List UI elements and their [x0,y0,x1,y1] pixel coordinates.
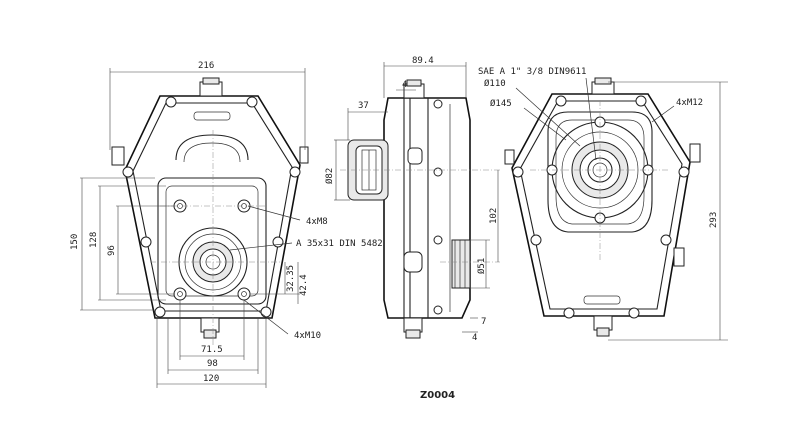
dim-96-label: 96 [107,245,117,256]
dim-102-label: 102 [489,208,499,224]
part-number: Z0004 [420,390,455,401]
rear-view: SAE A 1" 3/8 DIN9611 Ø110 Ø145 4xM12 293 [478,67,728,341]
dim-293-label: 293 [709,212,719,228]
dim-d110-label: Ø110 [484,78,506,89]
dim-150-label: 150 [70,234,80,250]
note-4xm10: 4xM10 [294,331,321,341]
dim-4-top-label: 4 [402,80,407,90]
dim-37-label: 37 [358,101,369,111]
dim-7-label: 7 [481,317,486,327]
dim-42-4-label: 42.4 [299,274,309,296]
dim-71-5-label: 71.5 [201,345,223,355]
dim-4-bottom-label: 4 [472,333,477,343]
front-housing-outline [124,95,301,319]
dim-216-label: 216 [198,61,214,71]
note-4xm8: 4xM8 [306,217,328,227]
dim-89-4-label: 89.4 [412,56,434,66]
dim-128-label: 128 [89,232,99,248]
dim-d82-label: Ø82 [324,168,335,184]
dim-98-label: 98 [207,359,218,369]
note-4xm12: 4xM12 [676,98,703,108]
side-view: 89.4 4 37 Ø82 102 Ø51 7 4 [324,56,500,343]
footer: Z0004 [420,390,455,401]
front-view: 216 150 128 96 32.35 42.4 4xM8 A 35x31 D… [70,61,383,388]
dim-32-35-label: 32.35 [286,265,296,292]
dim-120-label: 120 [203,374,219,384]
note-sae: SAE A 1" 3/8 DIN9611 [478,67,586,77]
dim-d51-label: Ø51 [476,258,487,274]
note-spline: A 35x31 DIN 5482 [296,239,383,249]
dim-d145-label: Ø145 [490,98,512,109]
rear-housing-outline [511,93,691,317]
